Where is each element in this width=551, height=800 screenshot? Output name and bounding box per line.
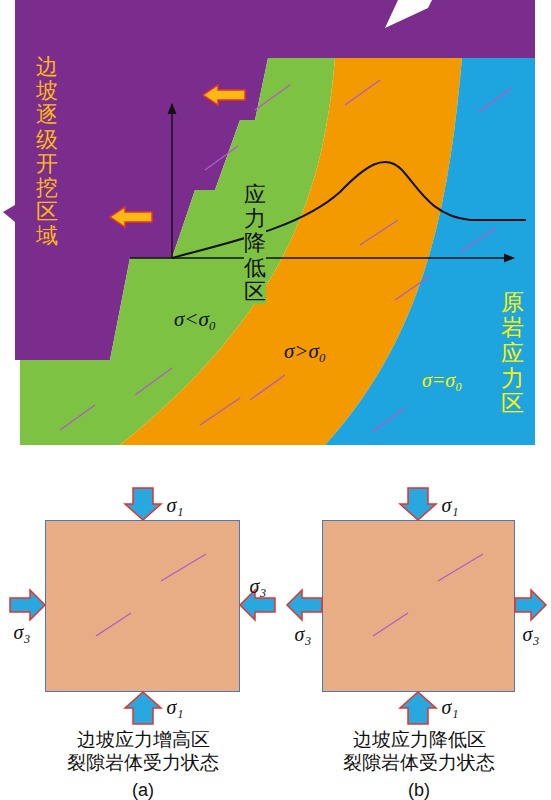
stress-relation: σ>σ₀ bbox=[284, 339, 326, 364]
fracture-set bbox=[46, 521, 241, 693]
excavation-arrow bbox=[203, 85, 245, 105]
stress-arrow bbox=[10, 590, 45, 620]
caption: 边坡应力降低区 裂隙岩体受力状态 bbox=[329, 729, 509, 775]
fracture-line bbox=[250, 375, 285, 400]
stress-curve bbox=[172, 162, 526, 258]
fracture-line bbox=[60, 405, 95, 430]
region-title: 边坡逐级开挖区域 bbox=[36, 55, 58, 249]
distance-axis bbox=[130, 257, 514, 258]
fracture-line bbox=[161, 554, 206, 581]
stress-arrow bbox=[400, 488, 436, 520]
fracture-line bbox=[200, 398, 240, 425]
fracture-line bbox=[478, 88, 512, 112]
fracture-line bbox=[360, 220, 398, 245]
fracture-set bbox=[323, 521, 516, 693]
stress-symbol: σ₁ bbox=[442, 695, 459, 719]
stress-symbol: σ₃ bbox=[14, 620, 31, 644]
zone-fill bbox=[325, 58, 535, 445]
stress-arrow bbox=[125, 488, 161, 520]
fracture-line bbox=[135, 368, 172, 395]
stress-symbol: σ₃ bbox=[295, 622, 312, 646]
stress-symbol: σ₃ bbox=[250, 574, 267, 598]
zone-title: 原岩应力区 bbox=[501, 290, 524, 416]
fracture-line bbox=[255, 85, 290, 110]
stress-axis bbox=[171, 104, 172, 258]
fracture-line bbox=[373, 613, 408, 636]
excavation-arrow bbox=[110, 207, 152, 227]
fracture-line bbox=[96, 613, 131, 636]
fracture-line bbox=[345, 80, 380, 105]
stress-symbol: σ₁ bbox=[167, 493, 184, 517]
stress-symbol: σ₃ bbox=[523, 622, 540, 646]
fracture-line bbox=[460, 228, 496, 252]
fracture-line bbox=[438, 554, 483, 581]
caption-tag: (a) bbox=[132, 780, 154, 800]
fracture-line bbox=[372, 408, 405, 432]
fracture-line bbox=[395, 276, 430, 300]
rock-element: 边坡应力降低区 裂隙岩体受力状态(b) bbox=[322, 520, 515, 692]
stress-relation: σ=σ₀ bbox=[422, 368, 462, 392]
zone-title: 应力降低区 bbox=[244, 183, 266, 304]
stress-arrow bbox=[287, 590, 322, 620]
stress-symbol: σ₁ bbox=[442, 493, 459, 517]
caption: 边坡应力增高区 裂隙岩体受力状态 bbox=[53, 729, 233, 775]
stress-arrow bbox=[515, 590, 546, 620]
stress-arrow bbox=[400, 692, 436, 724]
stress-relation: σ<σ₀ bbox=[174, 307, 216, 332]
stress-symbol: σ₁ bbox=[167, 695, 184, 719]
stress-arrow bbox=[125, 692, 161, 724]
fracture-lines bbox=[60, 80, 512, 432]
rock-element: 边坡应力增高区 裂隙岩体受力状态(a) bbox=[45, 520, 240, 692]
fracture-line bbox=[205, 146, 238, 170]
caption-tag: (b) bbox=[408, 780, 430, 800]
